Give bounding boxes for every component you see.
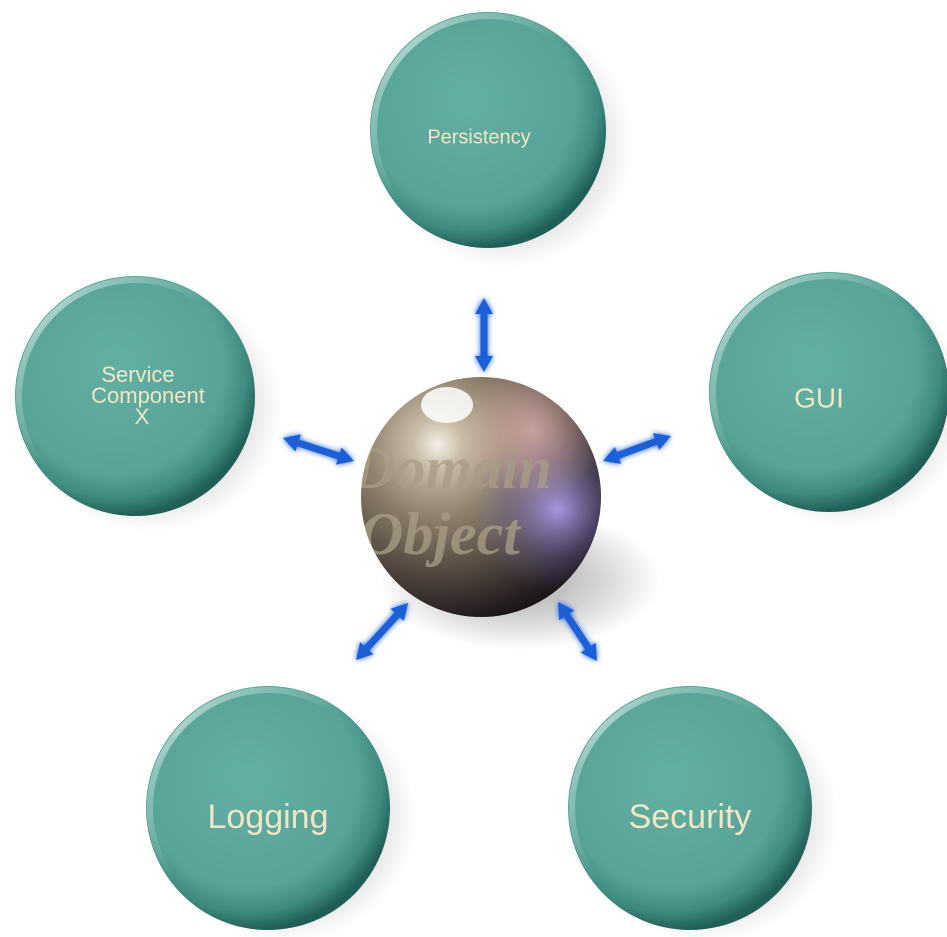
node-service-component: Service Component X: [15, 276, 282, 532]
connector-arrows: [283, 298, 671, 661]
service-label-line1: Service: [101, 362, 174, 387]
logging-label: Logging: [207, 798, 328, 836]
gui-label: GUI: [794, 382, 844, 413]
arrow-gui: [603, 433, 671, 464]
center-label-line1: Domain: [351, 435, 552, 501]
arrow-service: [283, 434, 354, 465]
arrow-persistency: [475, 298, 493, 372]
node-persistency: Persistency: [370, 12, 633, 268]
service-label-line2: Component: [91, 383, 205, 408]
security-label: Security: [629, 798, 752, 836]
center-label-line2: Object: [360, 501, 522, 567]
arrow-security: [558, 602, 597, 661]
persistency-label: Persistency: [427, 126, 530, 148]
node-logging: Logging: [146, 686, 416, 937]
node-gui: GUI: [709, 272, 947, 528]
arrow-logging: [356, 603, 408, 660]
service-label-line3: X: [135, 404, 150, 429]
center-domain-object: Domain Object: [351, 377, 660, 650]
node-security: Security: [568, 686, 838, 937]
